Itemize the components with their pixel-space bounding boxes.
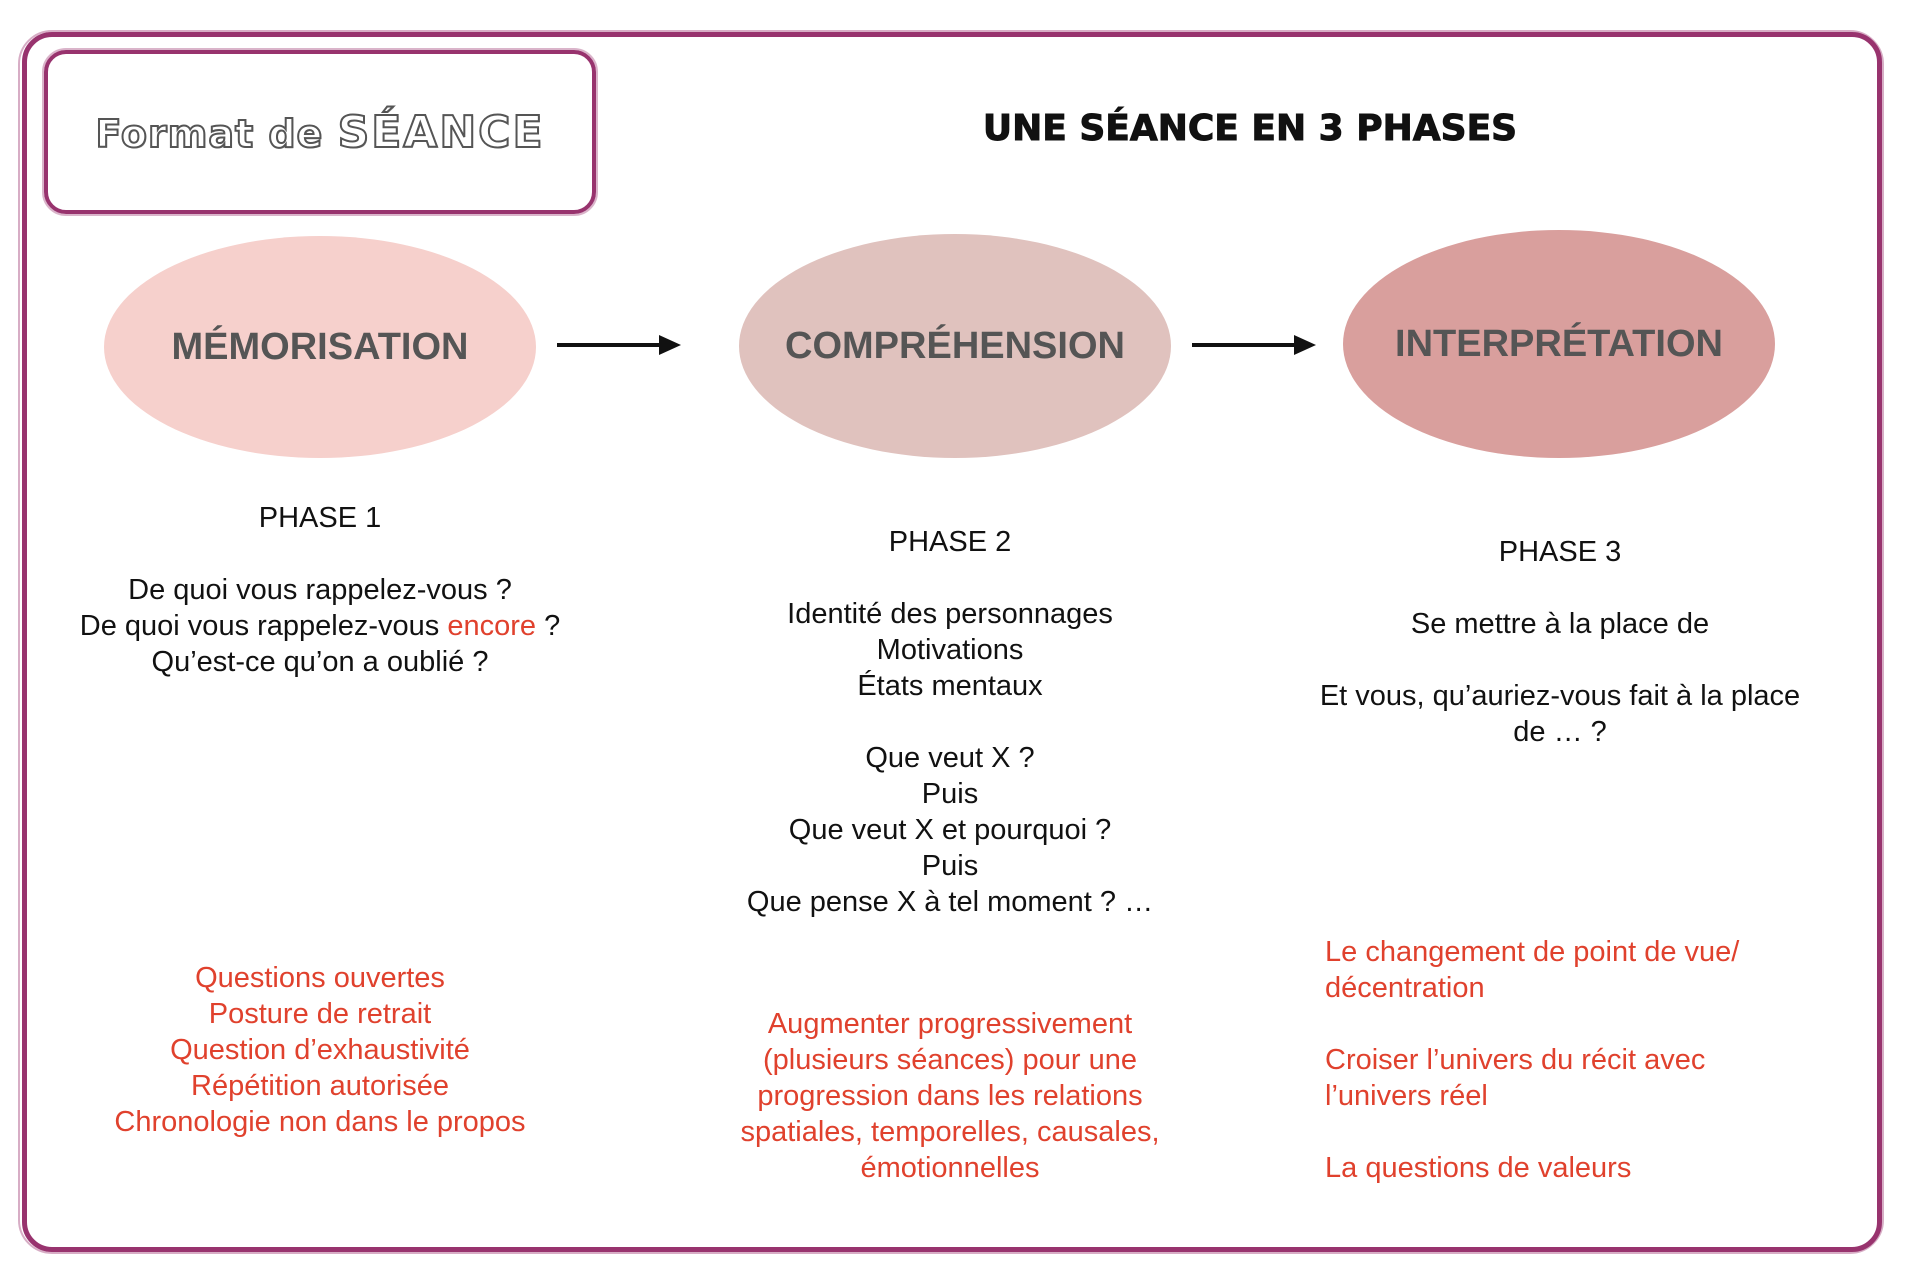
phase-question: Se mettre à la place de <box>1410 608 1710 640</box>
phase-question <box>1290 642 1830 678</box>
phase-question <box>690 704 1210 740</box>
phase-question: de … ? <box>1513 716 1607 748</box>
phase-name: INTERPRÉTATION <box>1395 322 1723 365</box>
outer-frame <box>22 32 1882 1252</box>
phase-note: Posture de retrait <box>208 998 432 1030</box>
phase-name: MÉMORISATION <box>171 325 469 368</box>
phase-note: l’univers réel <box>1325 1080 1488 1112</box>
page-title: Format de SÉANCE <box>94 106 545 159</box>
phase-note: Répétition autorisée <box>191 1070 449 1102</box>
phase-note: Croiser l’univers du récit avec <box>1325 1044 1706 1076</box>
phase-question: Et vous, qu’auriez-vous fait à la place <box>1319 680 1801 712</box>
arrow-right-icon <box>557 335 681 355</box>
question-text: De quoi vous rappelez-vous <box>79 610 448 642</box>
phase-note: progression dans les relations <box>757 1080 1143 1112</box>
phase-note: décentration <box>1325 972 1485 1004</box>
phase-question: Que pense X à tel moment ? … <box>746 886 1154 918</box>
phase-question: De quoi vous rappelez-vous ? <box>128 574 512 606</box>
phase-note: Questions ouvertes <box>195 962 445 994</box>
phase-label: PHASE 1 <box>258 502 382 534</box>
title-box-shadow <box>42 48 598 216</box>
phase-note: Augmenter progressivement <box>767 1008 1133 1040</box>
phase-question: Motivations <box>876 634 1024 666</box>
phase-question: Qu’est-ce qu’on a oublié ? <box>151 646 489 678</box>
phase-3-column: PHASE 3 Se mettre à la place de Et vous, q… <box>1290 534 1830 750</box>
diagram-heading: UNE SÉANCE EN 3 PHASES <box>982 108 1518 150</box>
phase-question: États mentaux <box>857 670 1043 702</box>
phase-question: Que veut X ? <box>865 742 1035 774</box>
phase-note <box>1325 1114 1845 1150</box>
phase-question: Que veut X et pourquoi ? <box>788 814 1112 846</box>
phase-label: PHASE 2 <box>888 526 1012 558</box>
phase-note: La questions de valeurs <box>1325 1152 1632 1184</box>
phase-name: COMPRÉHENSION <box>785 324 1125 367</box>
outer-frame-shadow <box>18 30 1884 1254</box>
phase-note: Question d’exhaustivité <box>170 1034 470 1066</box>
phase-question: Puis <box>921 778 979 810</box>
phase-ellipse-comprehension: COMPRÉHENSION <box>739 234 1171 458</box>
title-emphasis: SÉANCE <box>337 106 545 159</box>
title-prefix: Format de <box>94 111 338 157</box>
phase-question <box>690 560 1210 596</box>
title-box: Format de SÉANCE <box>44 50 596 214</box>
phase-label: PHASE 3 <box>1498 536 1622 568</box>
question-text: ? <box>536 610 561 642</box>
phase-question <box>1290 570 1830 606</box>
phase-note: Le changement de point de vue/ <box>1325 936 1740 968</box>
phase-note: spatiales, temporelles, causales, <box>740 1116 1160 1148</box>
phase-note: émotionnelles <box>860 1152 1040 1184</box>
phase-question: Identité des personnages <box>787 598 1113 630</box>
question-highlight: encore <box>447 610 537 642</box>
phase-question <box>40 536 600 572</box>
phase-ellipse-memorisation: MÉMORISATION <box>104 236 536 458</box>
phase-note: Chronologie non dans le propos <box>114 1106 526 1138</box>
phase-question: Puis <box>921 850 979 882</box>
phase-note: (plusieurs séances) pour une <box>763 1044 1137 1076</box>
phase-ellipse-interpretation: INTERPRÉTATION <box>1343 230 1775 458</box>
phase-question: De quoi vous rappelez-vous encore ? <box>40 608 600 644</box>
phase-3-notes: Le changement de point de vue/décentrati… <box>1325 934 1845 1186</box>
phase-2-notes: Augmenter progressivement (plusieurs séan… <box>700 1006 1200 1186</box>
phase-note <box>1325 1006 1845 1042</box>
arrow-right-icon <box>1192 335 1316 355</box>
